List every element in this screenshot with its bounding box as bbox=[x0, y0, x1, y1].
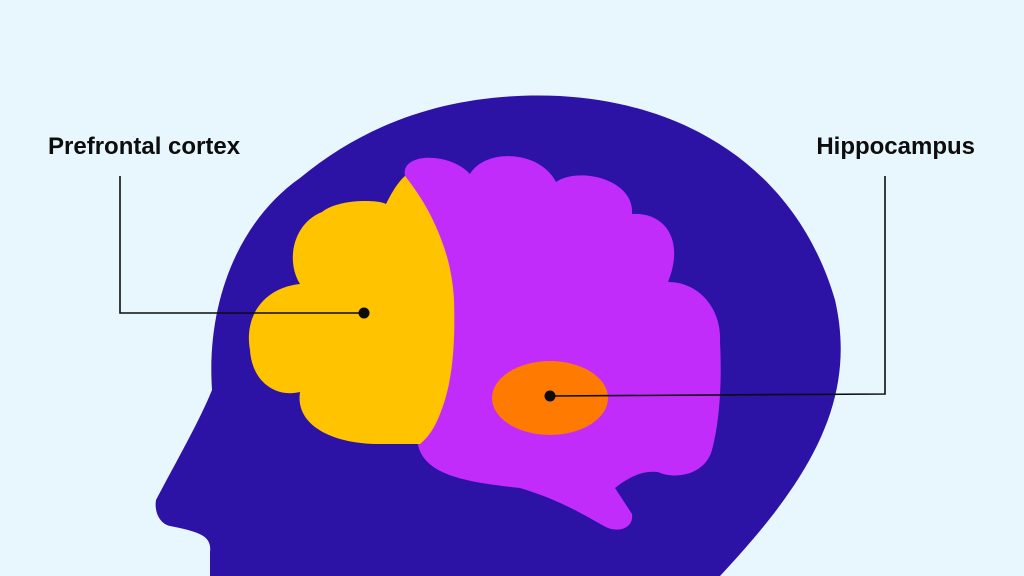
hippocampus-marker-dot bbox=[544, 390, 556, 402]
prefrontal-cortex-region-body bbox=[248, 176, 455, 444]
leader-lines bbox=[119, 176, 886, 397]
brain bbox=[248, 156, 721, 530]
prefrontal-cortex-leader-line bbox=[119, 176, 364, 314]
prefrontal-cortex-marker-dot bbox=[358, 307, 370, 319]
hippocampus-label: Hippocampus bbox=[816, 133, 975, 160]
prefrontal-cortex-label: Prefrontal cortex bbox=[48, 133, 241, 160]
hippocampus-leader-line bbox=[549, 176, 886, 397]
